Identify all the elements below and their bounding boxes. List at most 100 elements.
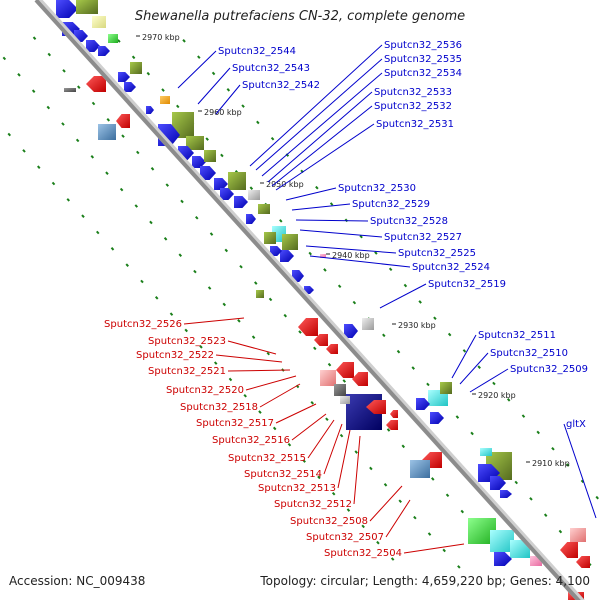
reverse-gene-leader (307, 419, 335, 459)
gene-feature-block (186, 136, 204, 150)
track-tick (121, 134, 125, 138)
track-tick (323, 268, 327, 272)
track-tick (193, 269, 197, 274)
track-tick (361, 524, 365, 529)
forward-gene-leader (309, 255, 411, 268)
track-tick (199, 345, 203, 349)
forward-gene-label: Sputcn32_2544 (218, 46, 296, 57)
gene-feature-block (258, 204, 270, 214)
track-tick (327, 362, 332, 367)
forward-gene-label: gltX (566, 419, 586, 430)
track-tick (426, 382, 430, 387)
reverse-gene-leader (275, 403, 317, 424)
gene-feature-block (248, 190, 260, 200)
gene-cds-forward (344, 324, 358, 338)
track-tick (47, 52, 52, 57)
forward-gene-leader (271, 105, 373, 187)
gene-feature-block (64, 88, 76, 92)
gene-feature-block (440, 382, 452, 394)
gene-feature-block (480, 448, 492, 456)
forward-gene-leader (215, 84, 241, 115)
track-tick (197, 55, 201, 59)
forward-gene-leader (177, 50, 217, 89)
forward-gene-leader (249, 44, 383, 167)
gene-feature-block (160, 96, 170, 104)
track-tick (251, 335, 256, 340)
forward-gene-label: Sputcn32_2536 (384, 40, 462, 51)
track-tick (17, 73, 21, 77)
kbp-label: 2910 kbp (532, 459, 570, 468)
track-tick (302, 459, 306, 463)
track-tick (32, 36, 37, 40)
track-tick (125, 263, 129, 267)
reverse-gene-label: Sputcn32_2504 (324, 548, 402, 559)
gene-feature-block (98, 124, 116, 140)
gene-cds-forward (98, 46, 110, 56)
reverse-gene-label: Sputcn32_2526 (104, 319, 182, 330)
track-tick (492, 381, 496, 386)
track-tick (411, 366, 415, 370)
reverse-gene-leader (227, 369, 291, 372)
track-tick (150, 167, 155, 171)
forward-gene-leader (379, 283, 427, 309)
forward-gene-leader (291, 203, 351, 211)
gene-cds-reverse (386, 420, 398, 430)
gene-feature-block (320, 254, 326, 258)
track-tick (433, 316, 437, 321)
forward-gene-label: Sputcn32_2511 (478, 330, 556, 341)
track-tick (325, 417, 329, 422)
track-tick (31, 89, 36, 93)
forward-gene-label: Sputcn32_2532 (374, 101, 452, 112)
forward-gene-leader (197, 67, 231, 105)
track-tick (161, 88, 165, 92)
track-tick (184, 328, 188, 333)
gene-feature-block (490, 530, 514, 552)
track-tick (342, 379, 347, 383)
track-tick (205, 137, 209, 141)
feature-tracks (56, 0, 590, 600)
track-tick (447, 332, 452, 337)
gene-cds-forward (146, 106, 154, 114)
track-tick (386, 428, 391, 432)
track-tick (22, 149, 26, 153)
gene-cds-forward (246, 214, 256, 224)
track-tick (382, 333, 386, 338)
kbp-label: 2970 kbp (142, 33, 180, 42)
track-tick (249, 186, 254, 190)
gene-cds-forward (292, 270, 304, 282)
genome-backbone (34, 0, 585, 600)
track-tick (283, 313, 288, 318)
track-tick (119, 187, 124, 192)
forward-gene-leader (255, 58, 383, 171)
track-tick (258, 410, 262, 414)
track-tick (163, 237, 168, 241)
gene-cds-reverse (314, 334, 328, 346)
track-tick (154, 296, 159, 300)
track-tick (287, 442, 292, 447)
track-tick (529, 497, 533, 501)
forward-gene-leader (563, 423, 597, 519)
track-tick (222, 302, 227, 307)
track-tick (207, 286, 212, 290)
track-tick (403, 283, 408, 288)
gene-cds-forward (220, 188, 234, 200)
gene-feature-block (530, 556, 542, 566)
track-tick (228, 377, 233, 382)
forward-gene-leader (267, 91, 373, 183)
track-tick (81, 214, 85, 218)
track-tick (565, 463, 570, 467)
track-tick (551, 446, 555, 451)
reverse-gene-label: Sputcn32_2508 (290, 516, 368, 527)
gene-feature-block (228, 172, 246, 190)
track-tick (213, 361, 218, 365)
kbp-label: 2960 kbp (204, 108, 242, 117)
reverse-gene-label: Sputcn32_2517 (196, 418, 274, 429)
genome-summary-text: Topology: circular; Length: 4,659,220 bp… (260, 574, 590, 588)
forward-gene-label: Sputcn32_2509 (510, 364, 588, 375)
forward-gene-label: Sputcn32_2535 (384, 54, 462, 65)
track-tick (176, 104, 180, 109)
forward-gene-leader (451, 334, 477, 379)
gene-feature-block (256, 290, 264, 298)
gene-feature-block (172, 112, 194, 138)
track-tick (169, 312, 174, 316)
